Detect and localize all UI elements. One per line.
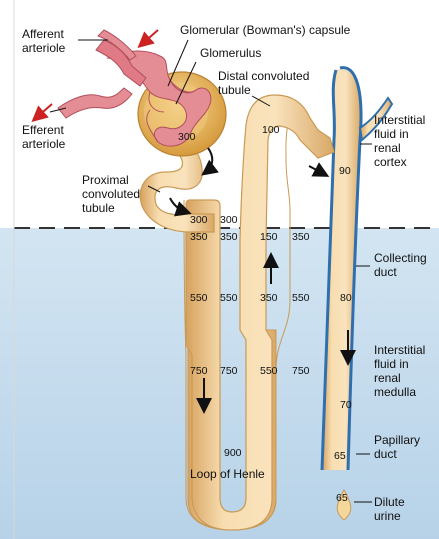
value-desc-550: 550: [190, 292, 208, 304]
value-asc-550: 550: [260, 365, 278, 377]
value-int-350b: 350: [292, 231, 310, 243]
value-asc-350: 350: [260, 292, 278, 304]
loop-of-henle-label: Loop of Henle: [190, 467, 265, 481]
value-int-550b: 550: [292, 292, 310, 304]
value-int-350a: 350: [220, 231, 238, 243]
value-desc-350: 350: [190, 231, 208, 243]
value-cd-70: 70: [340, 399, 352, 411]
value-capsule-300: 300: [178, 131, 196, 143]
glomerulus-label: Glomerulus: [200, 46, 261, 60]
value-urine-65: 65: [336, 492, 348, 504]
value-loop-900: 900: [224, 447, 242, 459]
value-int-750a: 750: [220, 365, 238, 377]
value-int-300: 300: [220, 214, 238, 226]
value-asc-150: 150: [260, 231, 278, 243]
value-cd-65: 65: [334, 450, 346, 462]
value-desc-750: 750: [190, 365, 208, 377]
value-distal-100: 100: [262, 124, 280, 136]
value-int-550a: 550: [220, 292, 238, 304]
capsule-label: Glomerular (Bowman's) capsule: [180, 23, 351, 37]
value-int-750b: 750: [292, 365, 310, 377]
value-cd-80: 80: [340, 292, 352, 304]
value-cortex-90: 90: [339, 165, 351, 177]
value-desc-300: 300: [190, 214, 208, 226]
